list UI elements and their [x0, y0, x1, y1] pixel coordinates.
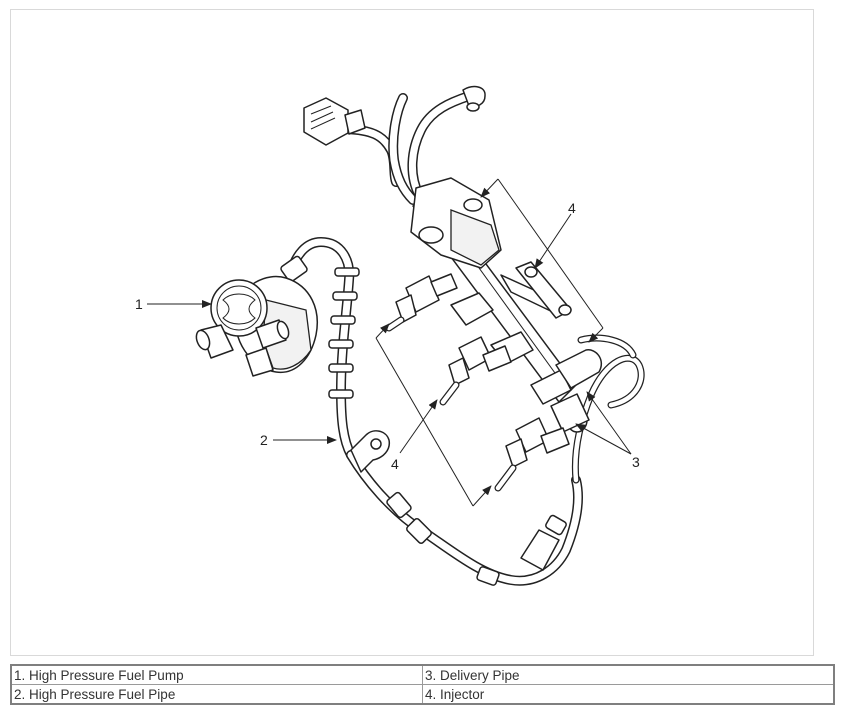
legend-item-injector: 4. Injector: [422, 684, 835, 705]
high-pressure-fuel-pipe: [280, 237, 645, 586]
callout-1: 1: [135, 296, 143, 312]
diagram-frame: 1 2 3 4 4: [10, 9, 814, 656]
delivery-pipe: [410, 177, 603, 433]
high-pressure-fuel-pump: [195, 275, 318, 377]
legend-row: 2. High Pressure Fuel Pipe 4. Injector: [10, 684, 835, 705]
injector-2: [439, 336, 512, 406]
callout-4-bottom: 4: [391, 456, 399, 472]
callout-2: 2: [260, 432, 268, 448]
callout-3: 3: [632, 454, 640, 470]
fuel-system-diagram: 1 2 3 4 4: [135, 85, 645, 586]
legend-row: 1. High Pressure Fuel Pump 3. Delivery P…: [10, 664, 835, 685]
legend-table: 1. High Pressure Fuel Pump 3. Delivery P…: [10, 664, 835, 705]
callout-leaders: [147, 178, 632, 507]
legend-item-pump: 1. High Pressure Fuel Pump: [10, 664, 423, 685]
injector-1: [385, 273, 458, 332]
legend-item-fuel-pipe: 2. High Pressure Fuel Pipe: [10, 684, 423, 705]
callout-4-top: 4: [568, 200, 576, 216]
legend-item-delivery-pipe: 3. Delivery Pipe: [422, 664, 835, 685]
wiring-harness: [303, 85, 486, 205]
injector-3: [494, 417, 570, 492]
